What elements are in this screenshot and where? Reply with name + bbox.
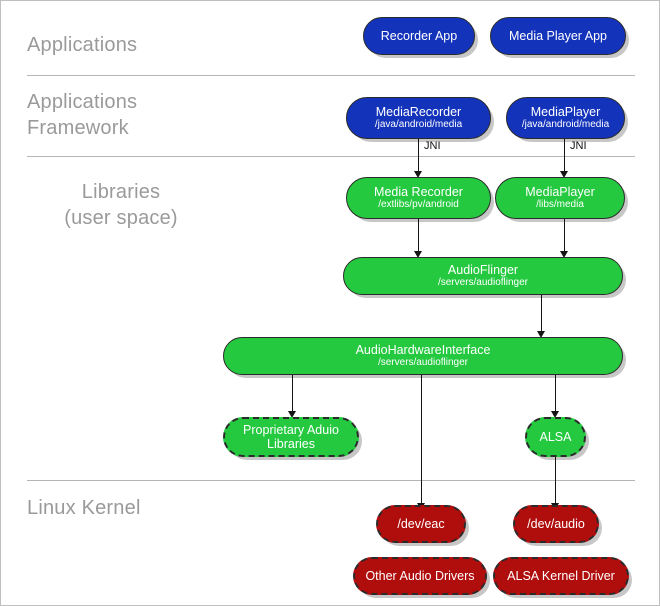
- node-title: Media Player App: [509, 29, 607, 43]
- divider-linux-kernel: [27, 480, 635, 481]
- node-title: MediaRecorder: [375, 105, 462, 119]
- node-title: Recorder App: [380, 29, 458, 43]
- node-other-audio-drivers[interactable]: Other Audio Drivers: [353, 557, 487, 595]
- connector-mediaplayer-lib-to-audioflinger: [564, 219, 565, 256]
- node-media-player-app[interactable]: Media Player App: [490, 17, 626, 55]
- layer-label-libraries: Libraries (user space): [64, 181, 178, 229]
- arrow-audiohardwareinterface: [537, 331, 545, 338]
- node-mediaplayer-lib[interactable]: MediaPlayer /libs/media: [495, 177, 625, 219]
- node-audioflinger[interactable]: AudioFlinger /servers/audioflinger: [343, 257, 623, 295]
- arrow-alsa: [551, 411, 559, 418]
- node-subtitle: /extlibs/pv/android: [378, 199, 459, 210]
- connector-alsa-to-dev-audio: [555, 457, 556, 507]
- node-audiohardwareinterface[interactable]: AudioHardwareInterface /servers/audiofli…: [223, 337, 623, 375]
- node-title: ALSA: [539, 430, 572, 444]
- layer-label-linux-kernel: Linux Kernel: [27, 497, 141, 519]
- connector-audioflinger-to-audiohardwareinterface: [541, 295, 542, 335]
- node-subtitle: /servers/audioflinger: [377, 357, 469, 368]
- node-title: Other Audio Drivers: [365, 569, 475, 583]
- node-mediaplayer-framework[interactable]: MediaPlayer /java/android/media: [506, 97, 625, 139]
- connector-label-jni-right: JNI: [570, 140, 587, 152]
- node-mediarecorder-framework[interactable]: MediaRecorder /java/android/media: [346, 97, 491, 139]
- arrow-audioflinger-right: [560, 251, 568, 258]
- node-proprietary-audio-libraries[interactable]: Proprietary Aduio Libraries: [223, 417, 359, 457]
- arrow-audioflinger-left: [414, 251, 422, 258]
- divider-applications: [27, 75, 635, 76]
- node-recorder-app[interactable]: Recorder App: [363, 17, 475, 55]
- node-subtitle: Libraries: [267, 437, 315, 451]
- arrow-media-recorder-lib: [414, 171, 422, 178]
- node-title: AudioHardwareInterface: [355, 343, 491, 357]
- connector-ahi-to-proprietary-audio-libraries: [292, 375, 293, 415]
- connector-mediaplayer-to-mediaplayer-lib: [564, 139, 565, 175]
- layer-label-applications-framework: Applications Framework: [27, 91, 138, 139]
- node-title: ALSA Kernel Driver: [507, 569, 615, 583]
- node-dev-audio[interactable]: /dev/audio: [513, 505, 599, 543]
- layer-label-applications: Applications: [27, 34, 138, 56]
- connector-label-jni-left: JNI: [424, 140, 441, 152]
- node-title: AudioFlinger: [447, 263, 519, 277]
- node-title: /dev/eac: [397, 517, 445, 531]
- arrow-proprietary-audio-libraries: [288, 411, 296, 418]
- node-title: Proprietary Aduio: [243, 423, 339, 437]
- node-dev-eac[interactable]: /dev/eac: [376, 505, 466, 543]
- divider-applications-framework: [27, 156, 635, 157]
- node-subtitle: /libs/media: [536, 199, 584, 210]
- connector-mediarecorder-to-media-recorder-lib: [418, 139, 419, 175]
- node-title: MediaPlayer: [525, 185, 595, 199]
- connector-ahi-to-dev-eac: [421, 375, 422, 507]
- node-media-recorder-lib[interactable]: Media Recorder /extlibs/pv/android: [346, 177, 491, 219]
- node-title: /dev/audio: [527, 517, 585, 531]
- node-subtitle: /java/android/media: [521, 119, 610, 130]
- connector-ahi-to-alsa: [555, 375, 556, 415]
- node-subtitle: /java/android/media: [374, 119, 463, 130]
- connector-media-recorder-lib-to-audioflinger: [418, 219, 419, 256]
- node-alsa[interactable]: ALSA: [525, 417, 586, 457]
- node-alsa-kernel-driver[interactable]: ALSA Kernel Driver: [493, 557, 629, 595]
- arrow-mediaplayer-lib: [560, 171, 568, 178]
- node-subtitle: /servers/audioflinger: [437, 277, 529, 288]
- node-title: MediaPlayer: [530, 105, 601, 119]
- node-title: Media Recorder: [374, 185, 463, 199]
